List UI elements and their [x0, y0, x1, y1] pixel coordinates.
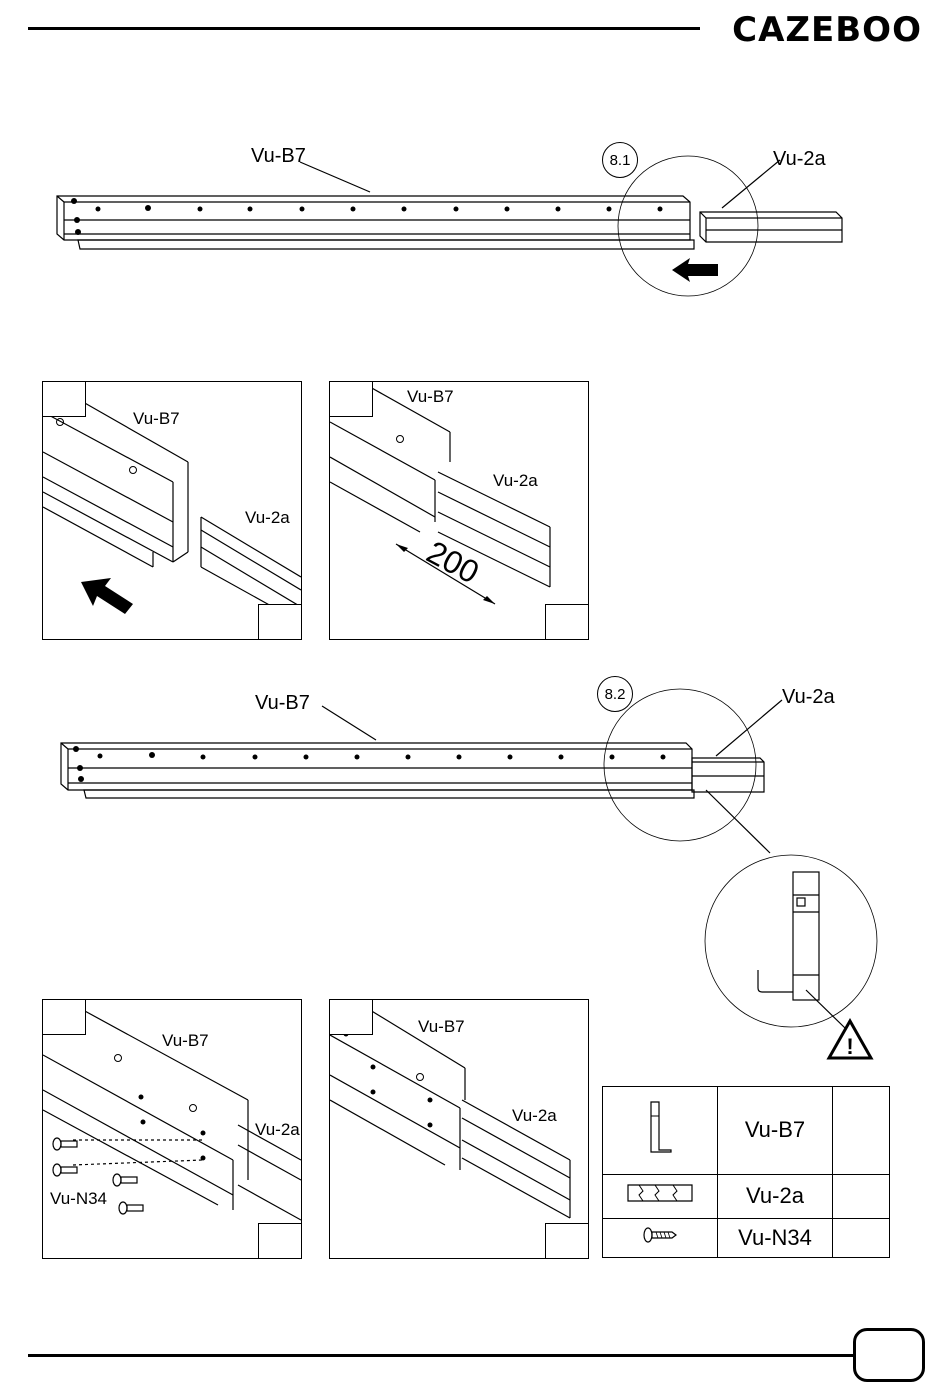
parts-table: Vu-B7 Vu-2a Vu-N34 — [602, 1086, 890, 1258]
table-row: Vu-N34 — [603, 1219, 890, 1258]
label-rail: Vu-2a — [493, 471, 538, 491]
label-rail: Vu-2a — [512, 1106, 557, 1126]
panel-corner — [258, 1223, 301, 1258]
panel-corner — [43, 1000, 86, 1035]
label-rail: Vu-2a — [255, 1120, 300, 1140]
brand-logo: CAZEBOO — [732, 10, 922, 50]
warning-symbol: ! — [846, 1034, 853, 1059]
panel-corner — [330, 382, 373, 417]
label-screw: Vu-N34 — [50, 1189, 107, 1209]
part-icon-cell — [603, 1174, 718, 1219]
footer-rule — [28, 1354, 854, 1357]
label-rail: Vu-2a — [245, 508, 290, 528]
screw-icon — [640, 1225, 680, 1245]
step-badge-8-2: 8.2 — [597, 676, 633, 712]
panel-corner — [545, 604, 588, 639]
table-row: Vu-2a — [603, 1174, 890, 1219]
detail-panel-insert: Vu-B7 Vu-2a — [42, 381, 302, 640]
label-beam: Vu-B7 — [133, 409, 180, 429]
panel-corner — [545, 1223, 588, 1258]
beam-profile-icon — [645, 1100, 675, 1154]
rail-profile-icon — [625, 1181, 695, 1205]
overview-diagram-8-2 — [0, 680, 950, 1040]
detail-panel-screws: Vu-B7 Vu-2a Vu-N34 — [42, 999, 302, 1259]
warning-triangle-icon: ! — [826, 1018, 874, 1062]
panel-corner — [330, 1000, 373, 1035]
panel-corner — [43, 382, 86, 417]
detail-panel-offset: Vu-B7 Vu-2a 200 — [329, 381, 589, 640]
part-name: Vu-2a — [718, 1174, 833, 1219]
label-rail-8-1: Vu-2a — [773, 148, 826, 171]
page-number-box — [853, 1328, 925, 1382]
table-row: Vu-B7 — [603, 1087, 890, 1175]
label-beam: Vu-B7 — [407, 387, 454, 407]
panel-corner — [258, 604, 301, 639]
detail-panel-assembled: Vu-B7 Vu-2a — [329, 999, 589, 1259]
label-beam: Vu-B7 — [162, 1031, 209, 1051]
part-qty — [833, 1087, 890, 1175]
part-name: Vu-N34 — [718, 1219, 833, 1258]
part-qty — [833, 1219, 890, 1258]
part-icon-cell — [603, 1087, 718, 1175]
assembled-diagram — [330, 1000, 588, 1258]
part-qty — [833, 1174, 890, 1219]
label-beam-8-1: Vu-B7 — [251, 145, 306, 168]
label-beam-8-2: Vu-B7 — [255, 692, 310, 715]
offset-diagram — [330, 382, 588, 639]
header-rule — [28, 27, 700, 30]
label-beam: Vu-B7 — [418, 1017, 465, 1037]
part-name: Vu-B7 — [718, 1087, 833, 1175]
step-badge-8-1: 8.1 — [602, 142, 638, 178]
label-rail-8-2: Vu-2a — [782, 686, 835, 709]
part-icon-cell — [603, 1219, 718, 1258]
